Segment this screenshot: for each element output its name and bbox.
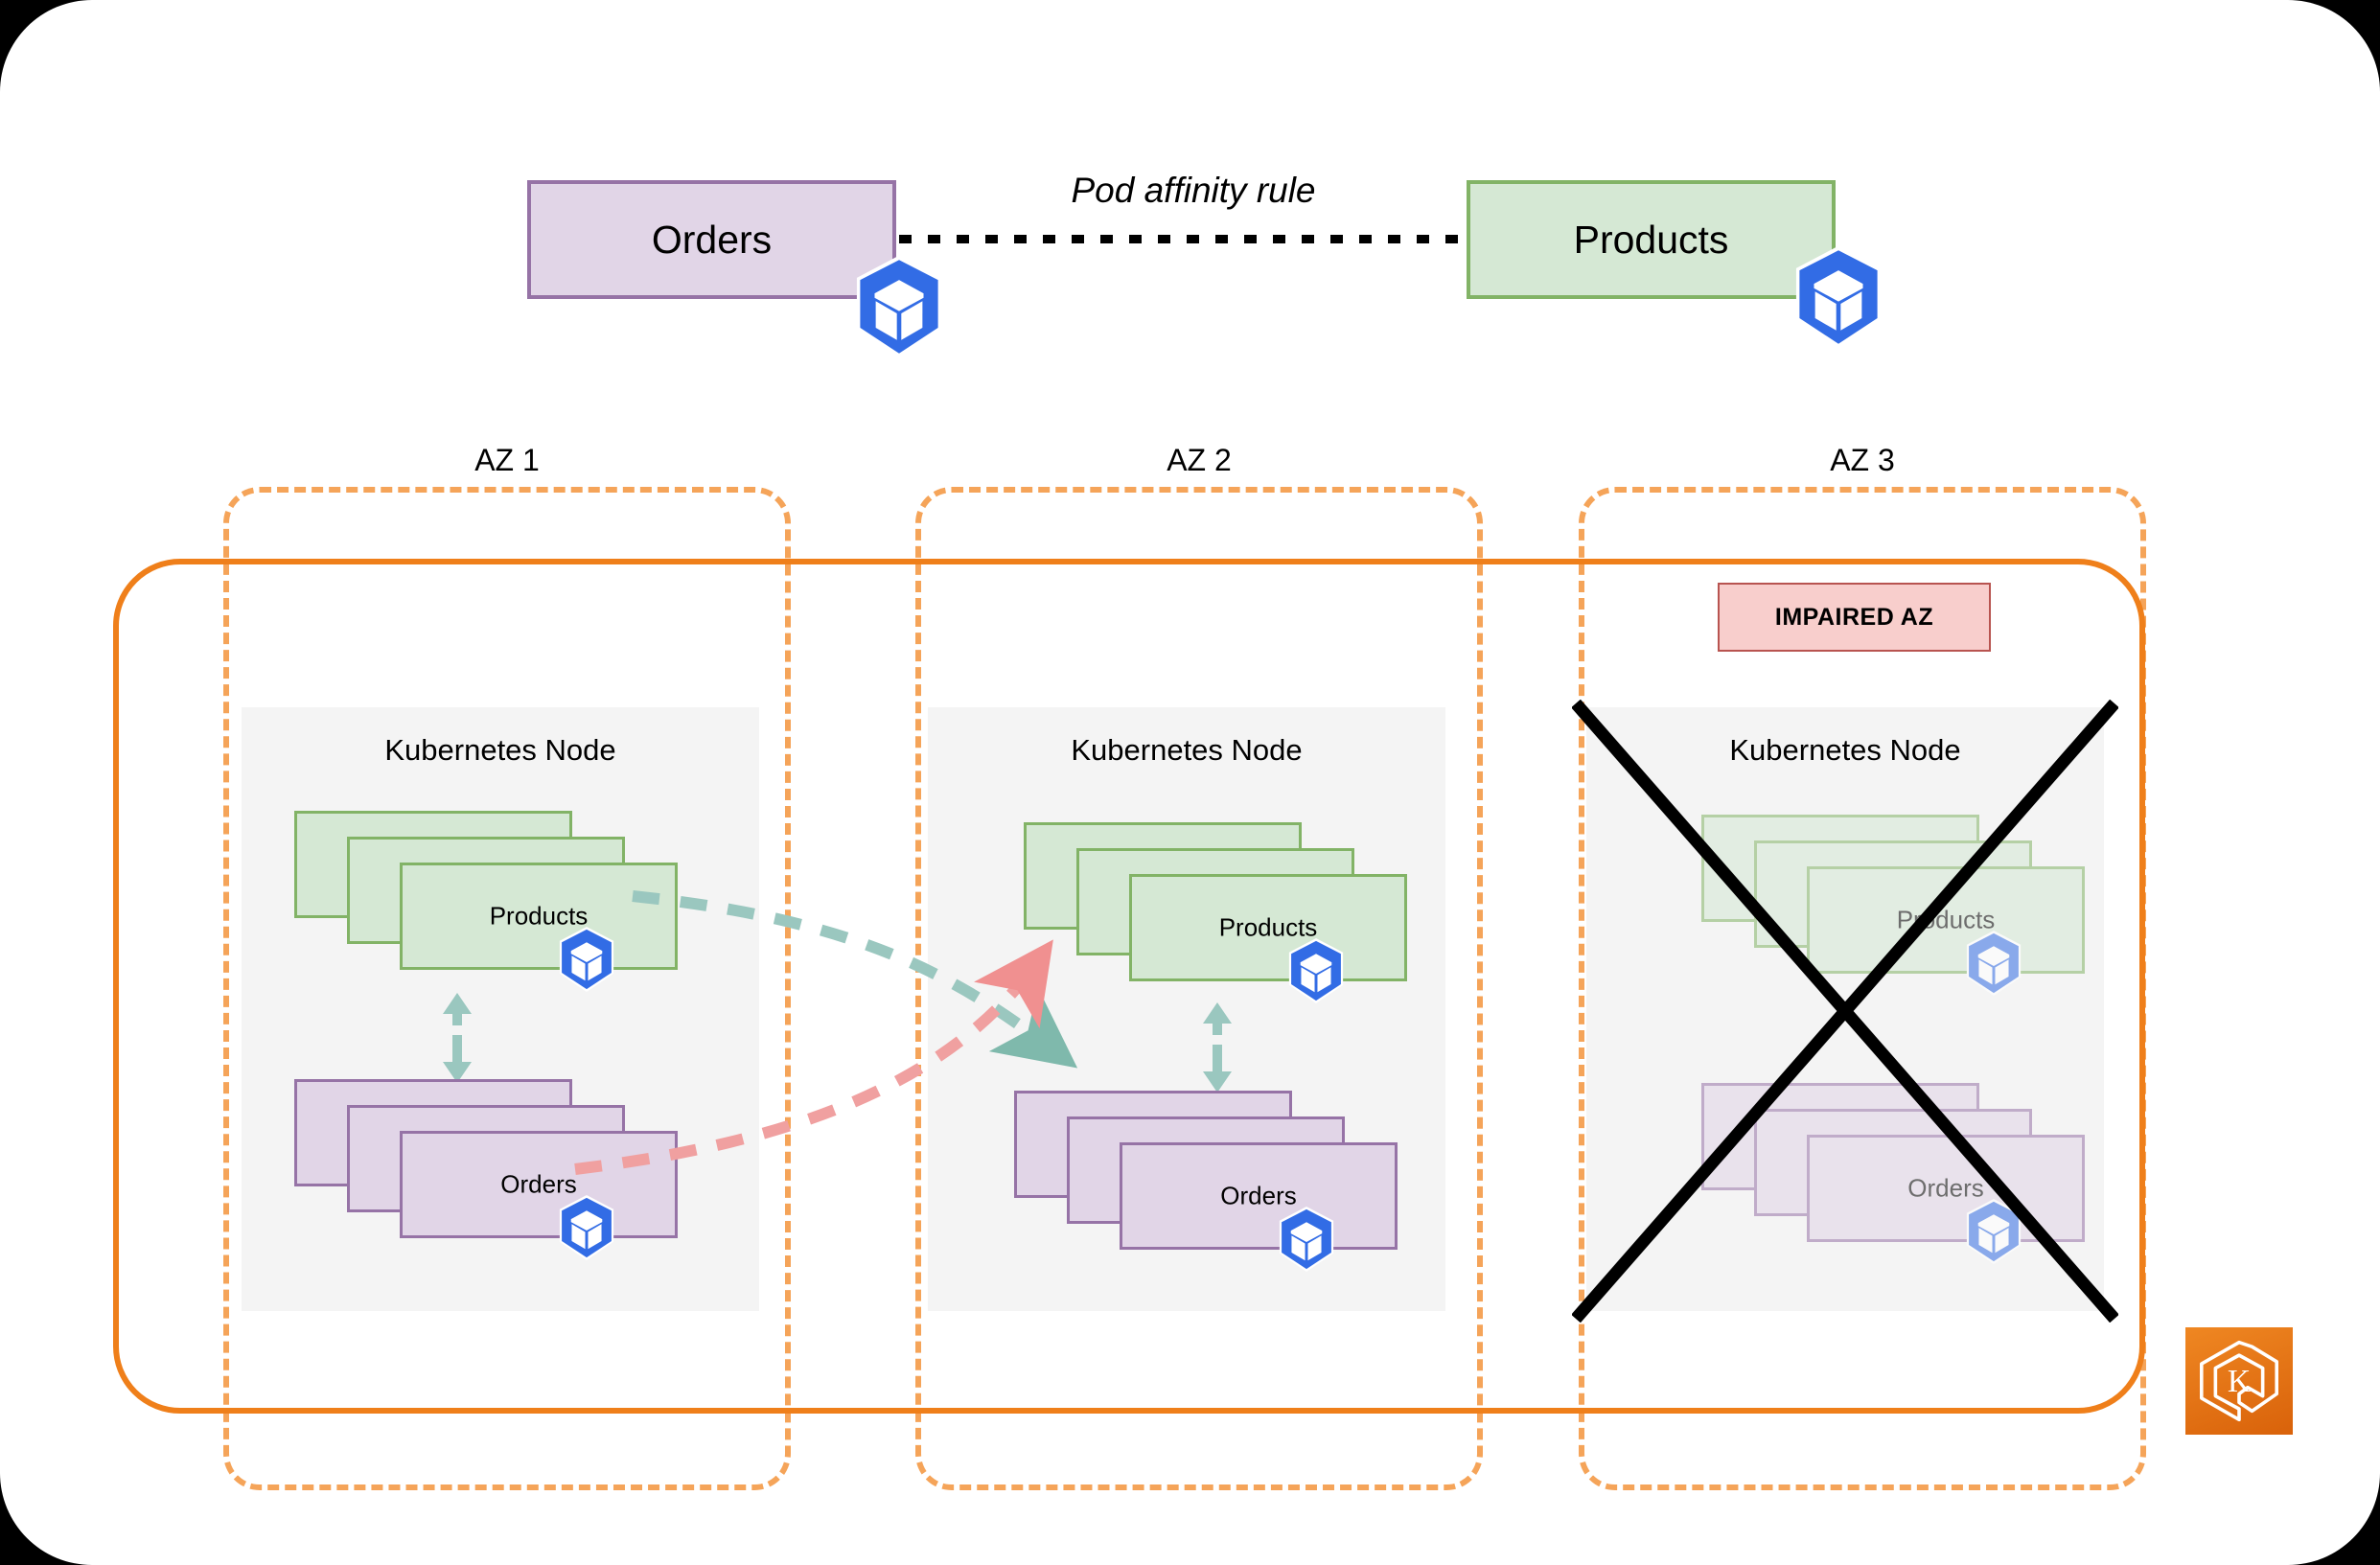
kubernetes-node-az1[interactable]: Kubernetes Node Products bbox=[242, 707, 759, 1311]
impaired-az-label: IMPAIRED AZ bbox=[1774, 603, 1934, 631]
az-boundary-1 bbox=[223, 487, 791, 1490]
node-title-az3: Kubernetes Node bbox=[1729, 733, 1961, 767]
products-service-box[interactable]: Products bbox=[1467, 180, 1836, 299]
pod-affinity-dotted-connector bbox=[899, 235, 1467, 243]
cluster-boundary bbox=[113, 559, 2145, 1414]
impaired-az-badge: IMPAIRED AZ bbox=[1718, 583, 1991, 652]
kubernetes-pod-icon bbox=[1281, 935, 1352, 1011]
flow-az1-products-to-az2-orders bbox=[632, 890, 1078, 1069]
pod-stack-products-az3[interactable]: Products bbox=[1701, 815, 2085, 997]
kubernetes-pod-icon bbox=[1271, 1204, 1342, 1279]
kubernetes-community-badge: K bbox=[2185, 1327, 2293, 1435]
pod-card: Orders bbox=[400, 1131, 678, 1238]
orders-service-label: Orders bbox=[651, 217, 773, 262]
pod-stack-products-az1[interactable]: Products bbox=[294, 811, 678, 993]
products-service-pod-icon bbox=[1783, 242, 1894, 357]
pod-card: Products bbox=[1129, 874, 1407, 981]
pod-affinity-rule-label: Pod affinity rule bbox=[1071, 171, 1316, 210]
pod-stack-orders-az2[interactable]: Orders bbox=[1014, 1091, 1398, 1273]
node-title-az2: Kubernetes Node bbox=[1071, 733, 1303, 767]
az-label-2: AZ 2 bbox=[1167, 443, 1232, 477]
az-boundary-2 bbox=[915, 487, 1483, 1490]
kubernetes-pod-icon bbox=[551, 924, 622, 1000]
pod-stack-orders-az1[interactable]: Orders bbox=[294, 1079, 678, 1261]
kubernetes-community-k-icon: K bbox=[2200, 1340, 2278, 1422]
affinity-bidirectional-arrow-az2 bbox=[1203, 1002, 1232, 1093]
pod-card: Products bbox=[400, 863, 678, 970]
impaired-node-crossout-icon bbox=[1572, 700, 2118, 1323]
az-label-1: AZ 1 bbox=[474, 443, 540, 477]
orders-service-box[interactable]: Orders bbox=[527, 180, 896, 299]
pod-stack-products-az2[interactable]: Products bbox=[1024, 822, 1407, 1004]
svg-text:K: K bbox=[2228, 1364, 2251, 1399]
pod-stack-label: Products bbox=[489, 901, 589, 931]
flow-az1-orders-to-az2-products bbox=[574, 939, 1053, 1175]
pod-stack-label: Orders bbox=[1220, 1181, 1297, 1210]
pod-card: Orders bbox=[1120, 1142, 1398, 1250]
kubernetes-pod-icon bbox=[551, 1192, 622, 1268]
pod-stack-label: Orders bbox=[500, 1169, 577, 1199]
kubernetes-pod-icon bbox=[1958, 1196, 2029, 1272]
products-service-label: Products bbox=[1573, 217, 1729, 262]
affinity-bidirectional-arrow-az1 bbox=[443, 993, 472, 1083]
orders-service-pod-icon bbox=[843, 251, 955, 367]
pod-card: Products bbox=[1807, 866, 2085, 974]
pod-stack-label: Orders bbox=[1907, 1173, 1984, 1203]
pod-stack-orders-az3[interactable]: Orders bbox=[1701, 1083, 2085, 1265]
kubernetes-pod-icon bbox=[1958, 928, 2029, 1003]
pod-stack-label: Products bbox=[1218, 912, 1318, 942]
az-label-3: AZ 3 bbox=[1830, 443, 1895, 477]
node-title-az1: Kubernetes Node bbox=[384, 733, 616, 767]
